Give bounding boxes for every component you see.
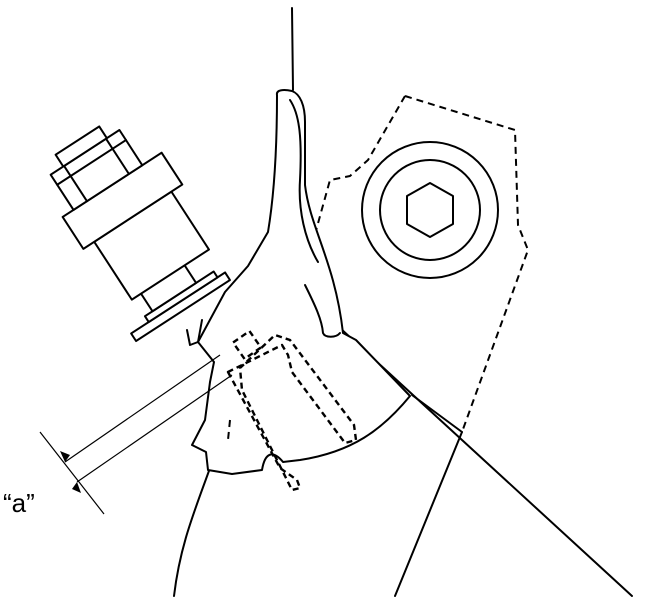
- sensor-tip: [186, 319, 203, 346]
- dashed-cover-outline: [261, 95, 529, 433]
- hex-bolt: [361, 141, 499, 279]
- dimension-label-a: “a”: [3, 488, 35, 518]
- bracket: [191, 89, 411, 475]
- dimension-a: [39, 354, 233, 515]
- sensor: [49, 125, 231, 343]
